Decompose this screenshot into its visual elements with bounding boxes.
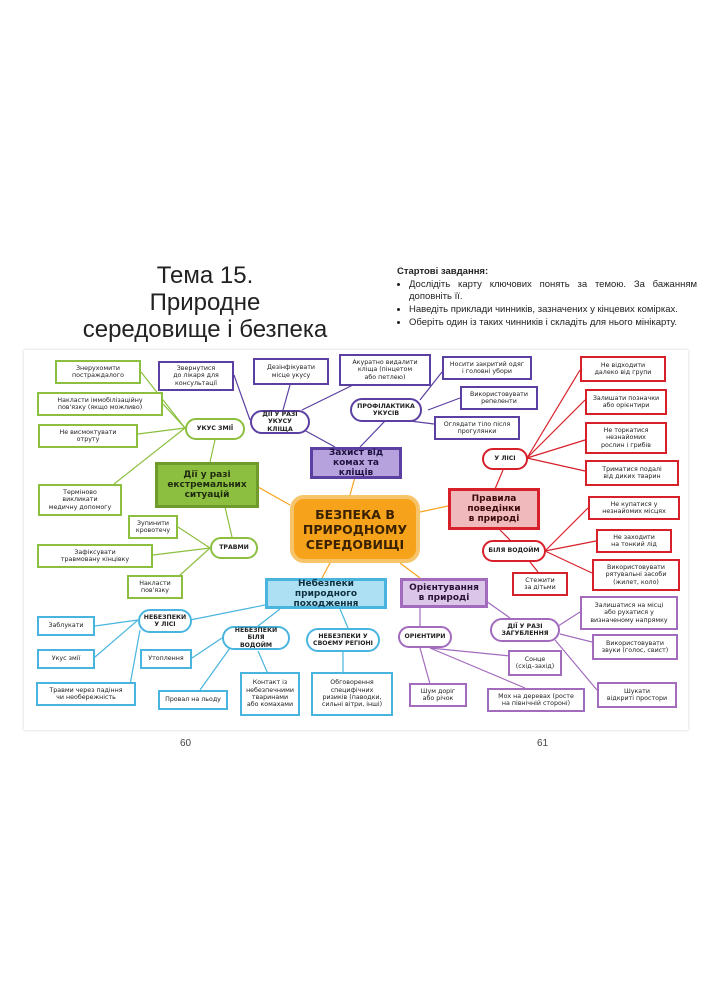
leaf-node: Провал на льоду: [158, 690, 228, 710]
in-forest-node: У ЛІСІ: [482, 448, 528, 470]
leaf-node: Обговорення специфічних ризиків (паводки…: [311, 672, 393, 716]
starter-tasks: Стартові завдання: Дослідіть карту ключо…: [397, 266, 697, 330]
leaf-node: Шукати відкриті простори: [597, 682, 677, 708]
leaf-node: Стежити за дітьми: [512, 572, 568, 596]
leaf-node: Накласти іммобілізаційну пов'язку (якщо …: [37, 392, 163, 416]
near-water-node: БІЛЯ ВОДОЙМ: [482, 540, 546, 562]
leaf-node: Контакт із небезпечними тваринами або ко…: [240, 672, 300, 716]
leaf-node: Оглядати тіло після прогулянки: [434, 416, 520, 440]
leaf-node: Залишатися на місці або рухатися у визна…: [580, 596, 678, 630]
orientation-node: Орієнтування в природі: [400, 578, 488, 608]
leaf-node: Зупинити кровотечу: [128, 515, 178, 539]
page-number-right: 61: [537, 738, 549, 749]
insect-protection-node: Захист від комах та кліщів: [310, 447, 402, 479]
water-hazards-node: НЕБЕЗПЕКИ БІЛЯ ВОДОЙМ: [222, 626, 290, 650]
leaf-node: Не заходити на тонкий лід: [596, 529, 672, 553]
leaf-node: Дезінфікувати місце укусу: [253, 358, 329, 385]
leaf-node: Шум доріг або річок: [409, 683, 467, 707]
page-title: Тема 15. Природне середовище і безпека: [82, 262, 328, 343]
bite-prevention-node: ПРОФІЛАКТИКА УКУСІВ: [350, 398, 422, 422]
leaf-node: Утоплення: [140, 649, 192, 669]
tick-bite-node: ДІЇ У РАЗІ УКУСУ КЛІЩА: [250, 410, 310, 434]
injuries-node: ТРАВМИ: [210, 537, 258, 559]
leaf-node: Укус змії: [37, 649, 95, 669]
leaf-node: Залишати позначки або орієнтири: [585, 389, 667, 415]
when-lost-node: ДІЇ У РАЗІ ЗАГУБЛЕННЯ: [490, 618, 560, 642]
snake-bite-node: УКУС ЗМІЇ: [185, 418, 245, 440]
leaf-node: Використовувати звуки (голос, свист): [592, 634, 678, 660]
center-concept: БЕЗПЕКА В ПРИРОДНОМУ СЕРЕДОВИЩІ: [290, 495, 420, 563]
leaf-node: Не відходити далеко від групи: [580, 356, 666, 382]
leaf-node: Травми через падіння чи необережність: [36, 682, 136, 706]
behavior-rules-node: Правила поведінки в природі: [448, 488, 540, 530]
leaf-node: Зафіксувати травмовану кінцівку: [37, 544, 153, 568]
leaf-node: Акуратно видалити кліща (пінцетом або пе…: [339, 354, 431, 386]
leaf-node: Мох на деревах (росте на північній сторо…: [487, 688, 585, 712]
leaf-node: Терміново викликати медичну допомогу: [38, 484, 122, 516]
task-item: Наведіть приклади чинників, зазначених у…: [409, 304, 697, 316]
leaf-node: Накласти пов'язку: [127, 575, 183, 599]
extreme-situations-node: Дії у разі екстремальних ситуацій: [155, 462, 259, 508]
regional-hazards-node: НЕБЕЗПЕКИ У СВОЄМУ РЕГІОНІ: [306, 628, 380, 652]
tasks-list: Дослідіть карту ключових понять за темою…: [397, 279, 697, 329]
leaf-node: Сонце (схід–захід): [508, 650, 562, 676]
leaf-node: Носити закритий одяг і головні убори: [442, 356, 532, 380]
leaf-node: Триматися подалі від диких тварин: [585, 460, 679, 486]
natural-hazards-node: Небезпеки природного походження: [265, 578, 387, 609]
leaf-node: Використовувати рятувальні засоби (жилет…: [592, 559, 680, 591]
leaf-node: Заблукати: [37, 616, 95, 636]
tasks-heading: Стартові завдання:: [397, 266, 489, 277]
landmarks-node: ОРІЄНТИРИ: [398, 626, 452, 648]
forest-hazards-node: НЕБЕЗПЕКИ У ЛІСІ: [138, 609, 192, 633]
task-item: Дослідіть карту ключових понять за темою…: [409, 279, 697, 303]
leaf-node: Використовувати репеленти: [460, 386, 538, 410]
leaf-node: Не торкатися незнайомих рослин і грибів: [585, 422, 667, 454]
leaf-node: Звернутися до лікаря для консультації: [158, 361, 234, 391]
task-item: Оберіть один із таких чинників і складіт…: [409, 317, 697, 329]
page-number-left: 60: [180, 738, 192, 749]
leaf-node: Знерухомити постраждалого: [55, 360, 141, 384]
leaf-node: Не купатися у незнайомих місцях: [588, 496, 680, 520]
leaf-node: Не висмоктувати отруту: [38, 424, 138, 448]
